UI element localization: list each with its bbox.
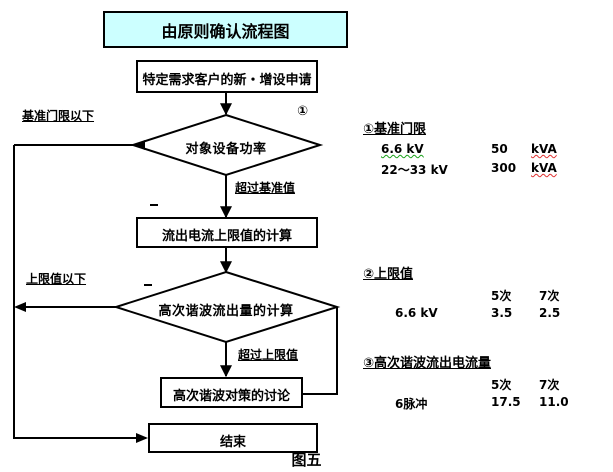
edge-feedback-loop: [303, 307, 338, 395]
edge-decision2-left-arrowhead: [14, 302, 26, 312]
left-return-rail: [13, 145, 146, 439]
panel-2-header-row: 5次 7次: [363, 287, 559, 306]
panel-3-row-0-v2: 11.0: [539, 395, 569, 409]
panel-2-title: ②上限值: [363, 267, 414, 282]
panel-3-header-row: 5次 7次: [363, 376, 559, 395]
node-end-label: 结束: [219, 435, 246, 450]
panel-harmonic-current: ③高次谐波流出电流量 5次 7次 6脉冲 17.5 11.0: [363, 352, 569, 414]
panel-1-row-1-v1: 300: [491, 161, 517, 175]
panel-upper-limit: ②上限值 5次 7次 6.6 kV 3.5 2.5: [363, 263, 560, 325]
edge-label-exceeds-baseline: 超过基准值: [235, 181, 296, 195]
node-process2-box[interactable]: [160, 377, 303, 408]
panel-1-title: ①基准门限: [363, 122, 427, 137]
node-process1-label: 流出电流上限值的计算: [161, 229, 292, 244]
panel-3-header-col1: 5次: [491, 378, 512, 392]
panel-3-row-0-name: 6脉冲: [395, 397, 428, 411]
panel-baseline-threshold: ①基准门限 6.6 kV 50 kVA 22～33 kV 300 kVA: [363, 118, 557, 180]
node-process1-box[interactable]: [136, 217, 318, 248]
panel-2-header-col2: 7次: [539, 289, 560, 303]
panel-3-grid: 5次 7次 6脉冲 17.5 11.0: [363, 376, 569, 414]
decision-1-marker: ①: [297, 104, 309, 119]
panel-2-row: 6.6 kV 3.5 2.5: [363, 306, 560, 325]
edge-label-baseline-below: 基准门限以下: [22, 109, 95, 123]
panel-2-row-0-name: 6.6 kV: [395, 306, 438, 320]
edge-label-exceeds-limit: 超过上限值: [238, 348, 299, 362]
panel-1-row-0-name: 6.6 kV: [381, 142, 424, 156]
panel-1-row: 6.6 kV 50 kVA: [363, 142, 557, 161]
panel-1-row: 22～33 kV 300 kVA: [363, 161, 557, 180]
panel-1-row-1-name: 22～33 kV: [381, 163, 448, 177]
panel-2-row-0-v2: 2.5: [539, 306, 561, 320]
node-process2-label: 高次谐波对策的讨论: [172, 389, 290, 404]
panel-3-title: ③高次谐波流出电流量: [363, 356, 492, 371]
node-start-box[interactable]: [136, 60, 318, 93]
node-start-label: 特定需求客户的新・增设申请: [142, 73, 312, 88]
panel-3-row-0-v1: 17.5: [491, 395, 521, 409]
panel-2-header-col1: 5次: [491, 289, 512, 303]
panel-2-row-0-v1: 3.5: [491, 306, 513, 320]
node-end-box[interactable]: [148, 423, 318, 453]
panel-1-row-0-v2: kVA: [531, 142, 557, 156]
panel-1-row-1-v2: kVA: [531, 161, 557, 175]
title-text: 由原则确认流程图: [161, 22, 290, 41]
edge-rail-to-end-arrowhead: [136, 433, 148, 443]
panel-1-row-0-v1: 50: [491, 142, 508, 156]
panel-2-grid: 5次 7次 6.6 kV 3.5 2.5: [363, 287, 560, 325]
decision-2-label: 高次谐波流出量的计算: [158, 304, 294, 319]
panel-1-grid: 6.6 kV 50 kVA 22～33 kV 300 kVA: [363, 142, 557, 180]
edge-label-limit-below: 上限值以下: [26, 272, 87, 286]
figure-caption: 图五: [291, 451, 322, 469]
edge-decision1-left-arrowhead: [133, 140, 145, 150]
panel-3-row: 6脉冲 17.5 11.0: [363, 395, 569, 414]
decision-1-label: 对象设备功率: [185, 142, 267, 157]
panel-3-header-col2: 7次: [539, 378, 560, 392]
title-banner: [103, 11, 348, 48]
